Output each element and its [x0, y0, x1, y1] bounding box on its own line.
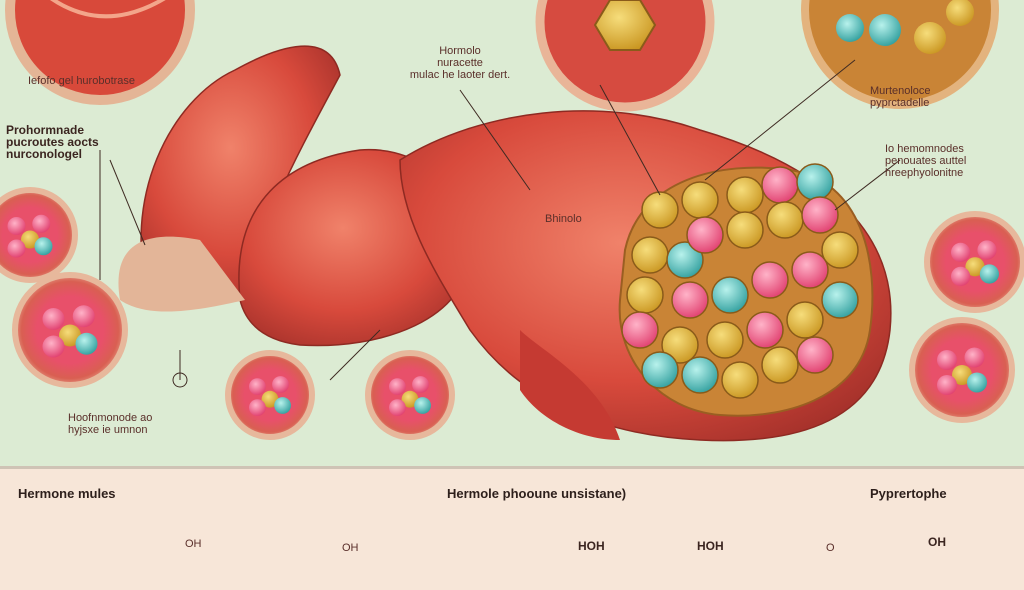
teal-cell: [821, 281, 859, 319]
label-line: pucroutes aocts: [6, 135, 99, 149]
teal-cell: [796, 163, 834, 201]
top-right-inset: [801, 0, 999, 109]
label-line: penouates auttel: [885, 155, 967, 167]
chem-label: OH: [342, 542, 359, 554]
label-top-left: Iefofo gel hurobotrase: [28, 75, 136, 87]
panel-title-right: Pyprertophe: [870, 486, 947, 501]
yellow-cell: [706, 321, 744, 359]
label-line: pyprctadelle: [870, 97, 930, 109]
chem-label: OH: [185, 538, 202, 550]
yellow-cell: [681, 181, 719, 219]
label-right-mid: Io hemomnodes penouates auttel hreephyol…: [885, 143, 966, 179]
pink-cell: [746, 311, 784, 349]
molecule-panel: [0, 466, 1024, 590]
side-insets: [0, 187, 1024, 440]
cell-inset: [909, 317, 1015, 423]
teal-cell: [681, 356, 719, 394]
label-line: Hormolo: [439, 45, 481, 57]
cell-inset: [0, 187, 78, 283]
yellow-cell: [631, 236, 669, 274]
label-line: Io hemomnodes: [885, 143, 964, 155]
label-line: nuracette: [437, 57, 483, 69]
panel-title-left: Hermone mules: [18, 486, 116, 501]
teal-cell: [666, 241, 704, 279]
top-left-inset: [5, 0, 195, 105]
chem-label: O: [826, 542, 835, 554]
cell-inset: [225, 350, 315, 440]
label-right-top: Murtenoloce pyprctadelle: [870, 85, 931, 109]
label-line: Murtenoloce: [870, 85, 931, 97]
top-center-inset: [535, 0, 715, 112]
pink-cell: [796, 336, 834, 374]
yellow-cell: [626, 276, 664, 314]
teal-cell: [711, 276, 749, 314]
label-line: hyjsxe ie umnon: [68, 424, 148, 436]
cell-inset: [365, 350, 455, 440]
label-line: Hoofnmonode ao: [68, 412, 153, 424]
label-prohormone: Prohormnade pucroutes aocts nurconologel: [6, 124, 99, 160]
teal-cell: [641, 351, 679, 389]
yellow-cell: [821, 231, 859, 269]
yellow-cell: [726, 176, 764, 214]
yellow-cell: [721, 361, 759, 399]
panel-title-center: Hermole phooune unsistane): [447, 486, 627, 501]
pink-cell: [791, 251, 829, 289]
pink-cell: [686, 216, 724, 254]
yellow-cell: [641, 191, 679, 229]
yellow-cell: [661, 326, 699, 364]
yellow-cell: [726, 211, 764, 249]
pink-cell: [751, 261, 789, 299]
leader-lines: [99, 59, 901, 388]
pink-cell: [621, 311, 659, 349]
chem-label: OH: [928, 535, 946, 549]
cell-inset: [924, 211, 1024, 313]
cell-inset: [12, 272, 128, 388]
label-line: mulac he laoter dert.: [409, 69, 511, 81]
label-center: Bhinolo: [545, 213, 582, 225]
fat-cell-cluster: [618, 163, 874, 417]
pink-cell: [671, 281, 709, 319]
label-line: hreephyolonitne: [885, 167, 964, 179]
label-line: nurconologel: [6, 147, 82, 161]
label-bottom-left: Hoofnmonode ao hyjsxe ie umnon: [68, 412, 152, 436]
yellow-cell: [766, 201, 804, 239]
pink-cell: [761, 166, 799, 204]
pink-cell: [801, 196, 839, 234]
yellow-cell: [761, 346, 799, 384]
label-line: Prohormnade: [6, 123, 85, 137]
label-hormone-top: Hormolo nuracette mulac he laoter dert.: [380, 45, 540, 81]
chem-label: HOH: [578, 539, 605, 553]
chem-label: HOH: [697, 539, 724, 553]
yellow-cell: [786, 301, 824, 339]
